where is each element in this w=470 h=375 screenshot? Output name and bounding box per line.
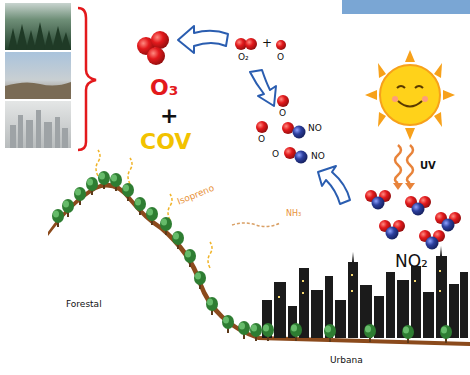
bracket — [78, 8, 96, 150]
photo-stack — [5, 3, 71, 148]
label-text: + — [262, 37, 272, 50]
no-molecules — [256, 95, 308, 164]
label-text: Isopreno — [176, 184, 216, 208]
label-text: NH₃ — [286, 210, 301, 219]
label-text: Forestal — [66, 300, 102, 310]
label-text: Urbana — [330, 356, 363, 366]
label-text: O₃ — [150, 76, 178, 100]
emission-lines — [96, 150, 280, 268]
uv-arrowheads — [393, 183, 415, 190]
label-text: O₂ — [238, 53, 249, 63]
city-trees — [262, 323, 452, 343]
city-windows — [278, 270, 441, 298]
label-text: O — [277, 53, 284, 63]
label-text: O — [258, 135, 265, 145]
label-text: O — [279, 109, 286, 119]
label-text: COV — [140, 130, 191, 154]
forest-trees — [52, 171, 262, 341]
label-text: NO — [308, 124, 322, 134]
no2-molecules — [365, 190, 461, 250]
top-bar — [342, 0, 470, 14]
uv-rays — [395, 145, 413, 183]
hill — [48, 183, 470, 346]
label-text: UV — [420, 160, 436, 171]
cycle-arrow — [178, 26, 350, 204]
oxygen-molecules — [235, 38, 286, 50]
label-text: NO — [311, 152, 325, 162]
ozone-molecule — [137, 31, 169, 65]
label-text: NO₂ — [395, 252, 428, 271]
sun — [365, 50, 455, 140]
label-text: + — [160, 104, 178, 128]
label-text: O — [272, 150, 279, 160]
